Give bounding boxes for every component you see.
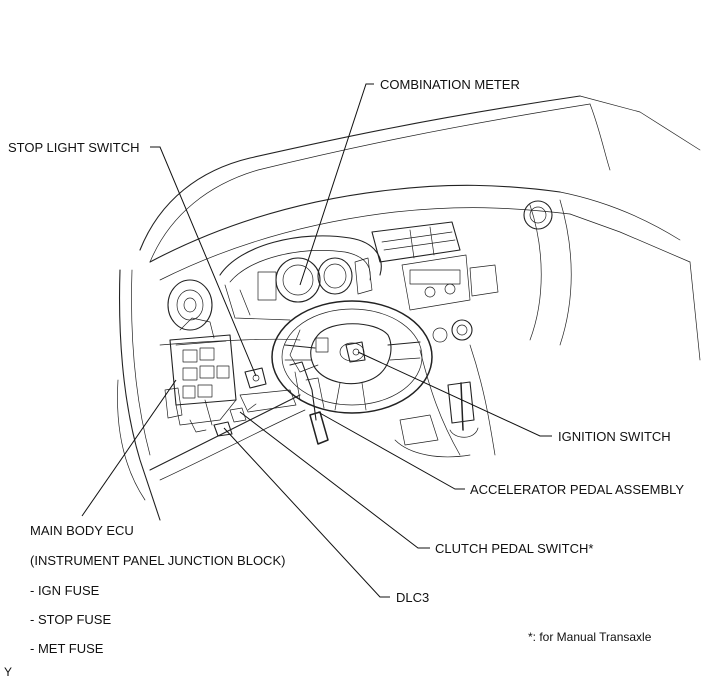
leader-dlc3 [223, 427, 390, 598]
label-combination-meter: COMBINATION METER [380, 77, 520, 92]
dashboard-illustration [117, 95, 701, 521]
label-accelerator-pedal-assembly: ACCELERATOR PEDAL ASSEMBLY [470, 482, 684, 497]
label-instrument-panel-junction-block: (INSTRUMENT PANEL JUNCTION BLOCK) [30, 553, 285, 568]
leader-combination-meter [299, 83, 374, 286]
footnote-manual-transaxle: *: for Manual Transaxle [528, 630, 652, 644]
label-stop-light-switch: STOP LIGHT SWITCH [8, 140, 139, 155]
leader-accelerator-pedal [317, 411, 465, 490]
label-met-fuse: - MET FUSE [30, 641, 104, 656]
leader-lines [81, 83, 552, 598]
callout-labels: COMBINATION METER STOP LIGHT SWITCH IGNI… [4, 77, 684, 679]
label-clutch-pedal-switch: CLUTCH PEDAL SWITCH* [435, 541, 593, 556]
label-dlc3: DLC3 [396, 590, 429, 605]
label-main-body-ecu: MAIN BODY ECU [30, 523, 134, 538]
label-ign-fuse: - IGN FUSE [30, 583, 100, 598]
leader-stop-light-switch [150, 146, 257, 377]
label-ignition-switch: IGNITION SWITCH [558, 429, 671, 444]
label-stop-fuse: - STOP FUSE [30, 612, 111, 627]
leader-ignition-switch [357, 351, 552, 437]
leader-clutch-pedal-switch [239, 411, 430, 549]
leader-main-body-ecu [81, 379, 177, 517]
corner-mark: Y [4, 665, 12, 679]
